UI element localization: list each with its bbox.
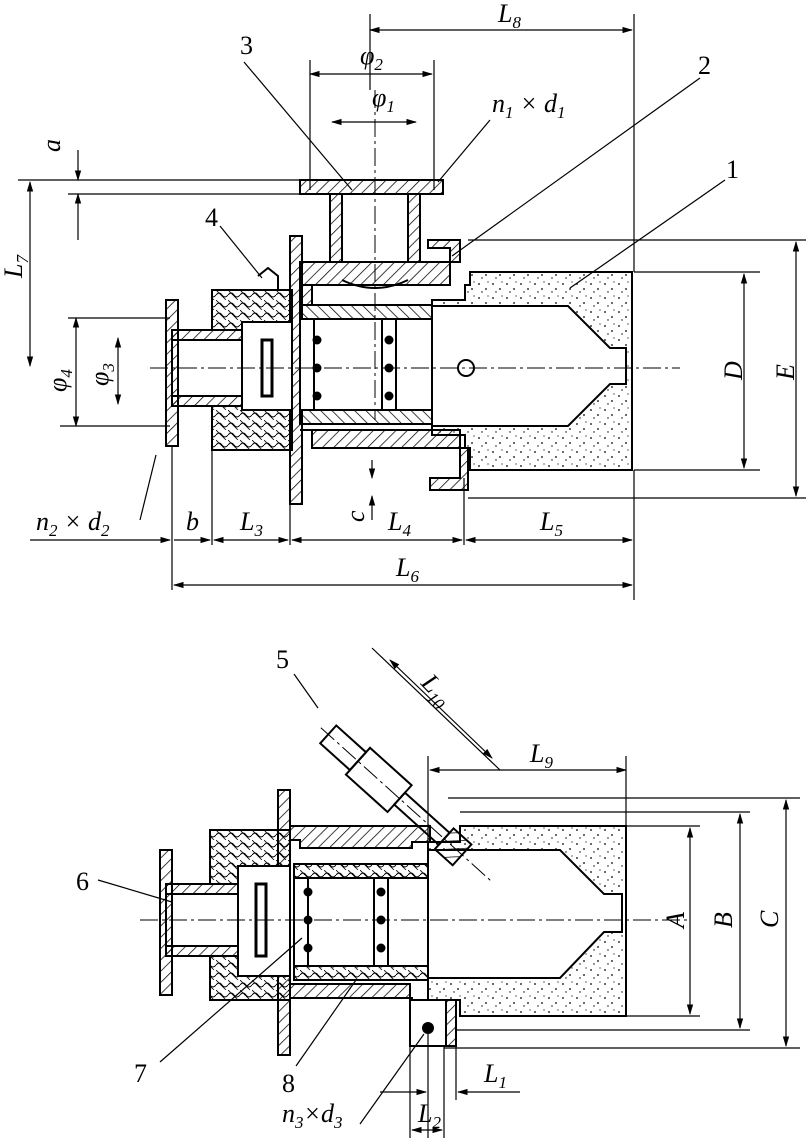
part-number-3: 3 [240, 31, 253, 60]
dim-A: A [661, 912, 690, 930]
dim-a: a [37, 139, 66, 152]
part-number-4: 4 [205, 203, 218, 232]
dim-L1: L1 [483, 1059, 507, 1092]
dim-L8: L8 [497, 0, 521, 32]
part-number-1: 1 [726, 155, 739, 184]
dim-L4: L4 [387, 507, 411, 540]
inlet-flange-top [299, 179, 444, 195]
dim-phi1: φ1 [372, 83, 395, 116]
dim-n1xd1: n1 × d1 [492, 89, 566, 122]
air-casing-upper [299, 239, 461, 286]
dim-E: E [771, 364, 800, 381]
dim-L2: L2 [417, 1099, 441, 1132]
dim-b: b [186, 507, 199, 536]
part-number-6: 6 [76, 867, 89, 896]
combustion-chamber-top [431, 305, 627, 427]
dim-c: c [341, 510, 370, 522]
dim-L10: L10 [412, 667, 459, 714]
dim-L6: L6 [395, 553, 419, 586]
bottom-part-numbers: 5 6 7 8 [76, 645, 295, 1098]
dim-L3: L3 [239, 507, 263, 540]
dim-D: D [719, 361, 748, 381]
dim-phi2: φ2 [360, 41, 383, 74]
top-dimension-labels: L8 φ2 φ1 n1 × d1 a L7 φ4 φ3 D E n2 × d2 … [0, 0, 800, 586]
dim-L7: L7 [0, 254, 32, 279]
dim-L5: L5 [539, 507, 563, 540]
dim-C: C [755, 910, 784, 928]
dim-n3xd3: n3×d3 [282, 1099, 343, 1132]
part-number-5: 5 [276, 645, 289, 674]
dim-n2xd2: n2 × d2 [36, 507, 110, 540]
part-number-2: 2 [698, 51, 711, 80]
dim-phi4: φ4 [43, 369, 76, 392]
air-casing-lower [300, 429, 469, 491]
dim-L9: L9 [529, 739, 553, 772]
dim-phi3: φ3 [85, 363, 118, 386]
top-view [18, 14, 806, 600]
igniter-assembly [318, 724, 493, 882]
top-part-numbers: 3 2 1 4 [205, 31, 739, 232]
bottom-view [97, 647, 800, 1138]
part-number-7: 7 [134, 1059, 147, 1088]
part-number-8: 8 [282, 1069, 295, 1098]
combustion-chamber-bottom [427, 849, 623, 979]
dim-B: B [709, 912, 738, 928]
inlet-flange-left-top [165, 299, 179, 447]
